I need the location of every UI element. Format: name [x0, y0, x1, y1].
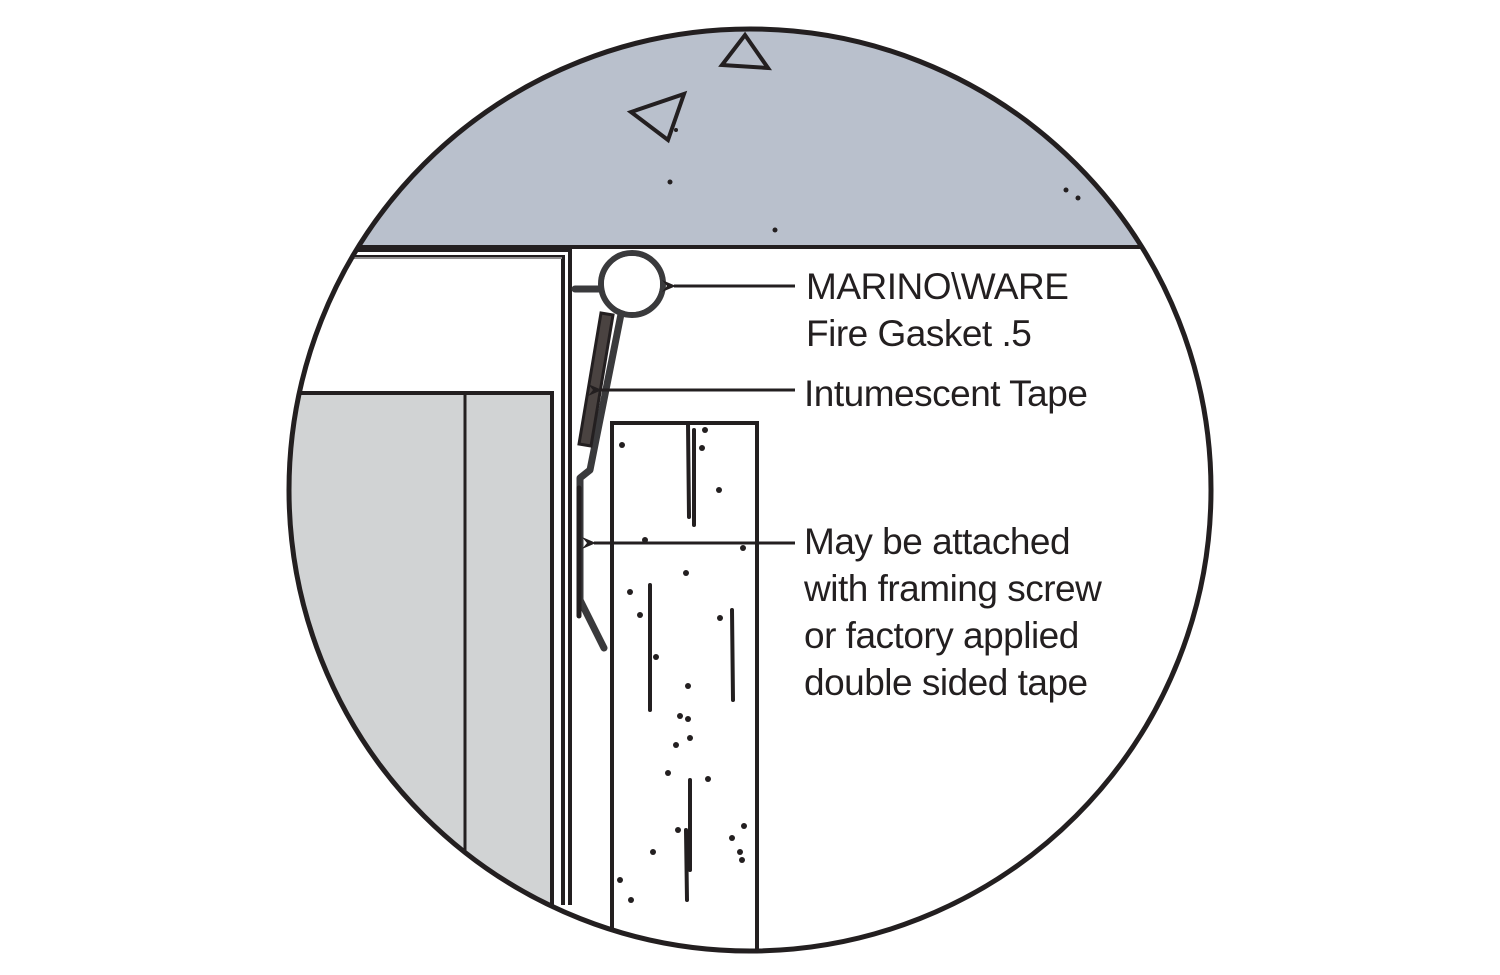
- tape-label: Intumescent Tape: [804, 373, 1087, 414]
- concrete-deck: [289, 29, 1211, 247]
- aggregate-triangles: [626, 31, 773, 144]
- wood-dots: [617, 427, 747, 903]
- aggregate-dots: [667, 128, 1081, 233]
- gypsum-panel: [289, 391, 554, 951]
- intumescent-tape: [577, 311, 615, 448]
- leader-lines: [582, 280, 795, 549]
- wood-stud: [610, 421, 759, 951]
- detail-circle: [286, 26, 1214, 954]
- attachment-note: May be attached with framing screw or fa…: [803, 521, 1111, 703]
- gasket-label: MARINO\WARE Fire Gasket .5: [806, 266, 1078, 354]
